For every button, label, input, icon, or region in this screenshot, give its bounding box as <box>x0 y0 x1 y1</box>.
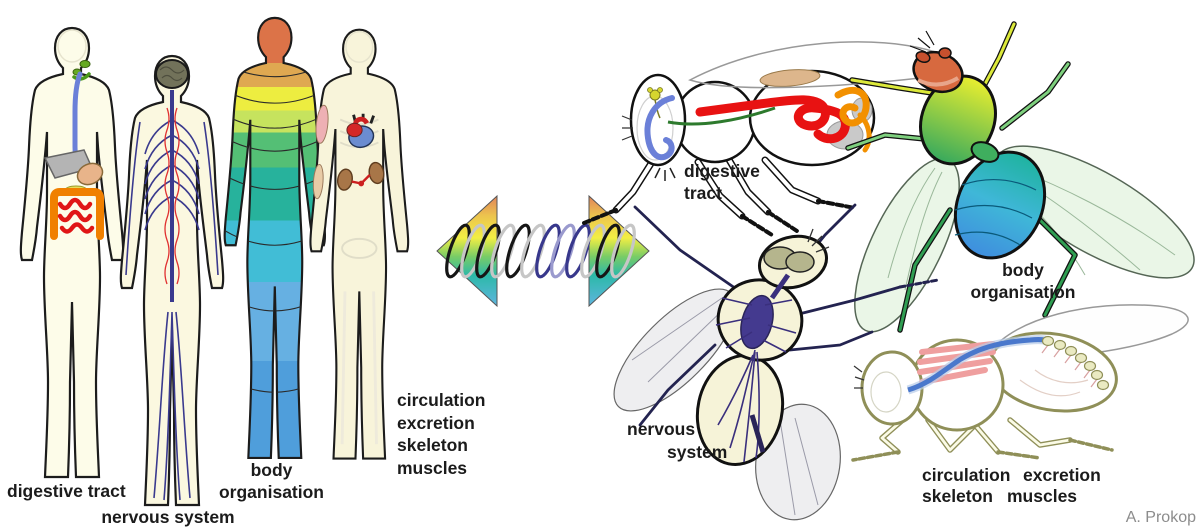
fly-pericardial-cells <box>1041 335 1110 391</box>
fly-scutellum <box>970 141 1000 163</box>
fly-antenna-bristles <box>909 30 935 53</box>
human-nervous-figure <box>119 54 225 507</box>
label-fly-excretion: excretion <box>1023 465 1101 485</box>
fly-legs <box>633 203 940 427</box>
fly-antenna-bristles <box>621 115 633 141</box>
fly-nervous-figure <box>613 203 940 521</box>
fly-abdomen <box>953 150 1047 260</box>
label-fly-body-organisation: body organisation <box>970 260 1076 302</box>
human-nerves <box>125 90 219 501</box>
label-human-body-organisation: body organisation <box>218 460 324 502</box>
label-fly-nervous: nervous <box>627 419 696 439</box>
human-circulation-figure <box>309 28 410 460</box>
fly-tracheae-hint <box>1019 369 1089 397</box>
label-human-nervous-system: nervous system <box>101 507 235 527</box>
right-arrow-icon <box>588 194 650 308</box>
human-fly-comparison-arrows <box>436 194 650 308</box>
human-digestive-organs <box>43 60 104 240</box>
label-fly-system: system <box>667 442 728 462</box>
fly-legs <box>582 154 857 237</box>
fly-head <box>909 30 964 94</box>
human-sympathetic-chain <box>164 107 180 285</box>
fly-heart-vessel <box>906 335 1051 395</box>
fly-circulation-figure <box>851 304 1189 462</box>
label-fly-skeleton: skeleton <box>922 486 993 506</box>
human-digestive-figure <box>19 26 125 479</box>
label-fly-circulation: circulation <box>922 465 1011 485</box>
human-skull-hint <box>345 30 374 63</box>
label-fly-digestive-tract: digestive tract <box>684 161 760 203</box>
label-fly-muscles: muscles <box>1007 486 1078 506</box>
fly-digestive-organs <box>644 69 873 181</box>
attribution-text: A. Prokop <box>1125 509 1196 526</box>
fly-body-organisation-figure <box>845 21 1195 333</box>
fly-digestive-figure <box>582 41 951 237</box>
label-human-systems: circulation excretion skeleton muscles <box>397 390 486 478</box>
fly-central-nervous-system <box>715 246 815 463</box>
dna-helix-icon <box>445 223 636 279</box>
human-body-organisation-figure <box>223 16 327 459</box>
fly-antenna-bristles <box>853 365 865 389</box>
human-kidneys <box>336 161 385 191</box>
human-brain <box>155 59 189 89</box>
fly-antenna-bristles <box>807 228 830 253</box>
human-arm-muscles <box>312 104 329 200</box>
human-skull-hint <box>57 29 87 63</box>
label-human-digestive-tract: digestive tract <box>7 481 126 501</box>
human-heart <box>346 113 375 149</box>
human-skeleton-hint <box>339 118 379 445</box>
